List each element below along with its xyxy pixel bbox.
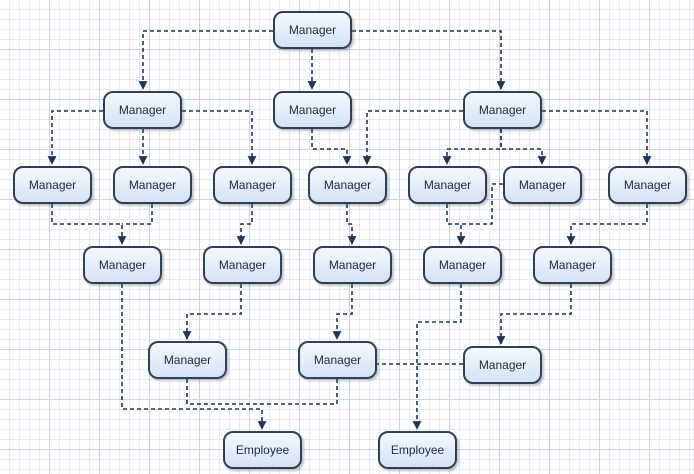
node-employee-right[interactable]: Employee [378,431,457,469]
node-manager-row3-e[interactable]: Manager [408,166,487,204]
connector-n0-to-n1 [138,30,273,90]
node-manager-row5-c[interactable]: Manager [463,346,542,384]
connector-n5-to-n11 [122,204,153,225]
connector-n1-to-n4 [47,110,103,165]
connector-n1-to-n6 [182,110,257,165]
connector-n3-to-n9 [500,129,547,165]
connector-n8-to-n14 [446,204,466,245]
connector-n3-to-n10 [542,110,652,165]
connector-n10-to-n15 [566,204,648,245]
connector-n13-to-n17 [332,284,353,340]
connector-n9-to-n14 [461,183,503,225]
connector-n2-to-n7 [311,129,352,165]
node-manager-row5-b[interactable]: Manager [298,341,377,379]
connector-n16-to-n19 [186,379,262,405]
connector-n14-to-n20 [412,284,462,430]
node-manager-center[interactable]: Manager [273,91,352,129]
connector-n6-to-n12 [236,204,253,245]
connector-n7-to-n13 [346,204,357,245]
node-manager-row3-c[interactable]: Manager [213,166,292,204]
connector-n11-to-n19 [121,284,267,430]
node-manager-left[interactable]: Manager [103,91,182,129]
node-manager-top[interactable]: Manager [273,11,352,49]
connector-n4-to-n11 [51,204,127,245]
node-manager-row4-a[interactable]: Manager [83,246,162,284]
connector-n12-to-n16 [182,284,242,340]
node-manager-row5-a[interactable]: Manager [148,341,227,379]
node-manager-row3-a[interactable]: Manager [13,166,92,204]
node-manager-row4-b[interactable]: Manager [203,246,282,284]
node-manager-row4-d[interactable]: Manager [423,246,502,284]
node-employee-left[interactable]: Employee [223,431,302,469]
node-manager-row4-e[interactable]: Manager [533,246,612,284]
connector-n3-to-n7 [362,110,463,165]
connector-n15-to-n18 [496,284,572,345]
node-manager-row3-f[interactable]: Manager [503,166,582,204]
connector-n3-to-n8 [442,129,502,165]
node-manager-row3-d[interactable]: Manager [308,166,387,204]
connector-n17-to-n19 [262,379,338,405]
node-manager-right[interactable]: Manager [463,91,542,129]
connector-n0-to-n3 [352,30,506,90]
node-manager-row4-c[interactable]: Manager [313,246,392,284]
node-manager-row3-g[interactable]: Manager [608,166,687,204]
node-manager-row3-b[interactable]: Manager [113,166,192,204]
